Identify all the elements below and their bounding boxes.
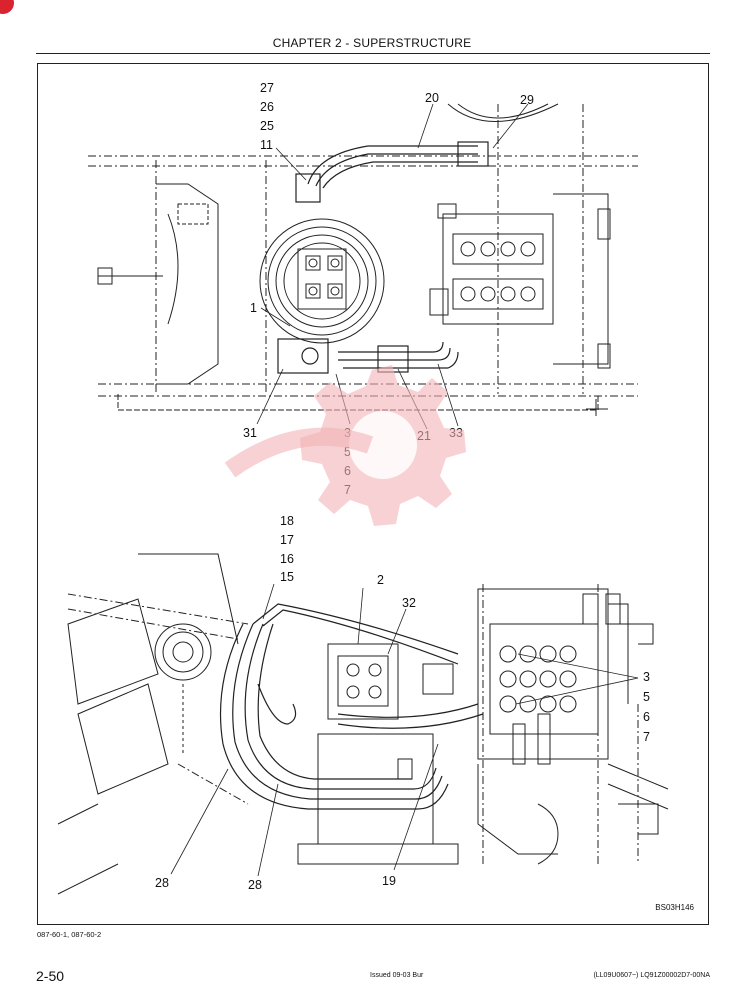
page-number: 2-50 xyxy=(36,968,65,984)
issue-text: Issued 09-03 Bur xyxy=(370,972,424,979)
figure-frame: 27 26 25 11 20 29 1 31 3 5 6 7 21 33 18 … xyxy=(37,63,709,925)
callout-11: 11 xyxy=(260,138,273,152)
figure-code: BS03H146 xyxy=(655,903,694,912)
top-left-bracket xyxy=(97,183,219,385)
top-crescent xyxy=(447,103,559,122)
callout-6-bottom: 6 xyxy=(643,710,650,724)
bottom-u-hoses xyxy=(219,623,449,810)
bottom-pump xyxy=(297,643,459,865)
top-control-valve xyxy=(429,193,611,369)
bottom-control-valve xyxy=(477,588,669,865)
callout-1: 1 xyxy=(250,301,257,315)
bottom-leaders xyxy=(170,583,639,877)
top-lower-hoses xyxy=(277,338,459,374)
callout-27: 27 xyxy=(260,81,274,95)
serial-text: (LL09U0607~) LQ91Z00002D7-00NA xyxy=(593,972,710,979)
chapter-title: CHAPTER 2 - SUPERSTRUCTURE xyxy=(272,36,472,50)
top-swing-bearing xyxy=(259,218,385,344)
callout-21: 21 xyxy=(417,429,431,443)
callout-15: 15 xyxy=(280,570,294,584)
callout-31: 31 xyxy=(243,426,257,440)
bottom-frame-lines xyxy=(67,584,639,864)
callout-17: 17 xyxy=(280,533,294,547)
bottom-left-structure xyxy=(57,553,239,895)
callout-28-left: 28 xyxy=(155,876,169,890)
callout-2: 2 xyxy=(377,573,384,587)
callout-7-top: 7 xyxy=(344,483,351,497)
bottom-top-hoses xyxy=(252,603,484,729)
callout-28-right: 28 xyxy=(248,878,262,892)
callout-16: 16 xyxy=(280,552,294,566)
caption-reference: 087-60-1, 087-60-2 xyxy=(37,930,102,939)
callout-7-bottom: 7 xyxy=(643,730,650,744)
callout-20: 20 xyxy=(425,91,439,105)
callout-6-top: 6 xyxy=(344,464,351,478)
callout-19: 19 xyxy=(382,874,396,888)
callout-26: 26 xyxy=(260,100,274,114)
callout-3-top: 3 xyxy=(344,426,351,440)
callout-5-top: 5 xyxy=(344,445,351,459)
callout-18: 18 xyxy=(280,514,294,528)
top-hoses xyxy=(295,141,489,203)
callout-5-bottom: 5 xyxy=(643,690,650,704)
callout-3-bottom: 3 xyxy=(643,670,650,684)
callout-29: 29 xyxy=(520,93,534,107)
corner-badge xyxy=(0,0,14,14)
header-rule xyxy=(36,53,710,54)
callout-32: 32 xyxy=(402,596,416,610)
hydraulic-diagram xyxy=(57,103,669,895)
top-frame-lines xyxy=(88,104,638,397)
callout-33: 33 xyxy=(449,426,463,440)
callout-25: 25 xyxy=(260,119,274,133)
